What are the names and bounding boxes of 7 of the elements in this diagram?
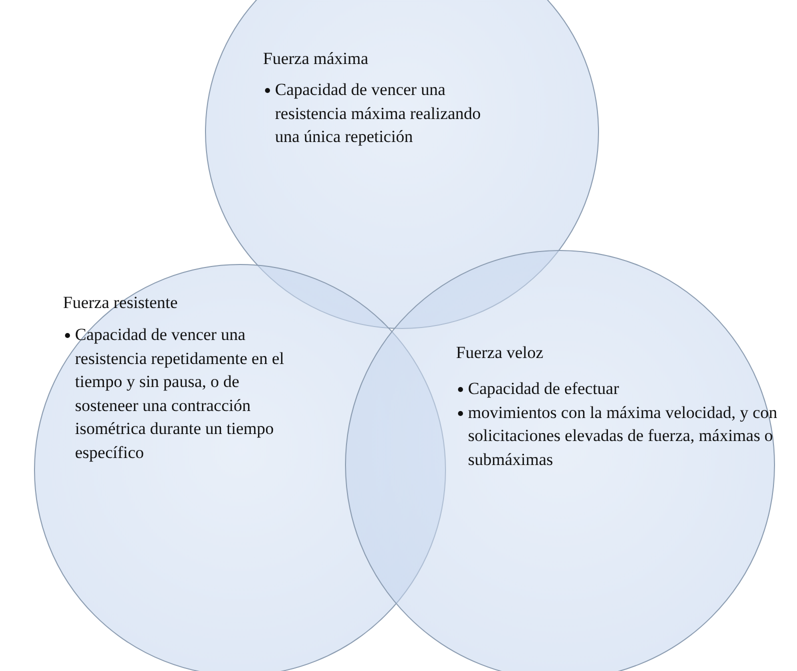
- bullet-text: Capacidad de vencer una resistencia máxima realizando una única repetición: [275, 80, 481, 146]
- bullet-text: Capacidad de vencer una resistencia repetidamente en el tiempo y sin pausa, o de sosteneer una contracción isométrica durante un tiempo específico: [75, 325, 284, 462]
- circle-heading: Fuerza resistente: [63, 293, 178, 313]
- bullet-text: Capacidad de efectuar: [468, 379, 620, 398]
- circle-heading: Fuerza máxima: [263, 49, 368, 69]
- bullet-text: movimientos con la máxima velocidad, y con solicitaciones elevadas de fuerza, máximas o submáximas: [468, 402, 778, 468]
- circle-heading: Fuerza veloz: [456, 343, 544, 363]
